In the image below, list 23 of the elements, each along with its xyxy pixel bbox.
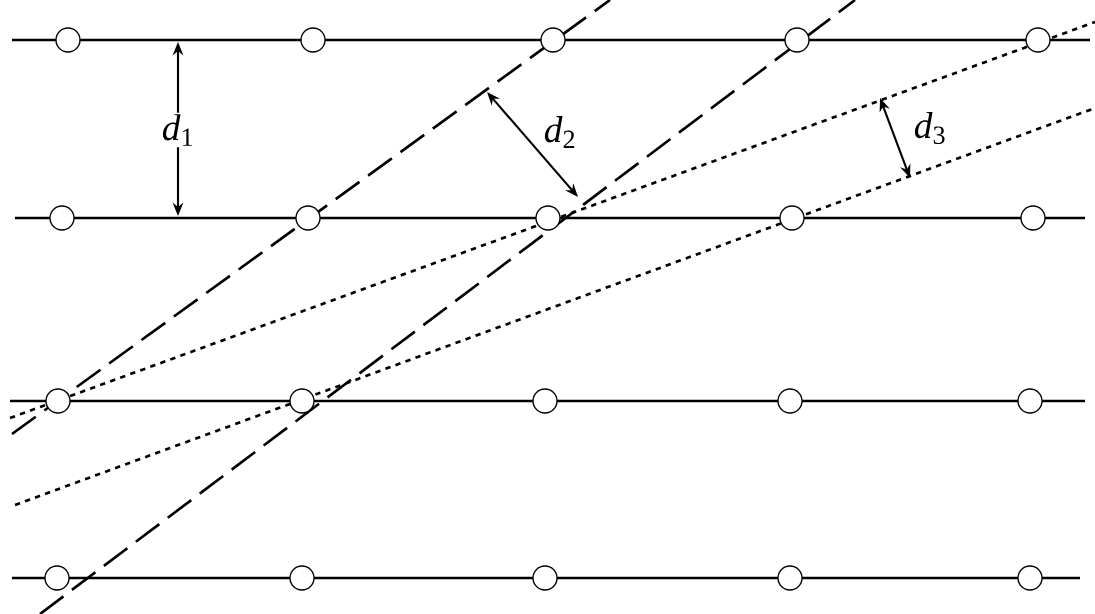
distance-label: d$_{1}$ <box>160 112 196 148</box>
lattice-point <box>777 388 803 414</box>
lattice-point <box>1025 27 1051 53</box>
lattice-point <box>49 205 75 231</box>
lattice-point <box>1017 388 1043 414</box>
distance-label: d$_{2}$ <box>544 116 575 148</box>
lattice-point <box>1017 565 1043 591</box>
lattice-point <box>540 27 566 53</box>
lattice-point <box>289 388 315 414</box>
lattice-point <box>295 205 321 231</box>
lattice-point <box>1020 205 1046 231</box>
lattice-point <box>779 205 805 231</box>
lattice-point <box>289 565 315 591</box>
lattice-point <box>55 27 81 53</box>
lattice-point <box>777 565 803 591</box>
lattice-point <box>532 565 558 591</box>
lattice-point <box>45 388 71 414</box>
lattice-point <box>44 565 70 591</box>
lattice-point <box>535 205 561 231</box>
distance-label: d$_{3}$ <box>914 112 945 144</box>
lattice-point <box>300 27 326 53</box>
lattice-point <box>532 388 558 414</box>
lattice-point <box>784 27 810 53</box>
